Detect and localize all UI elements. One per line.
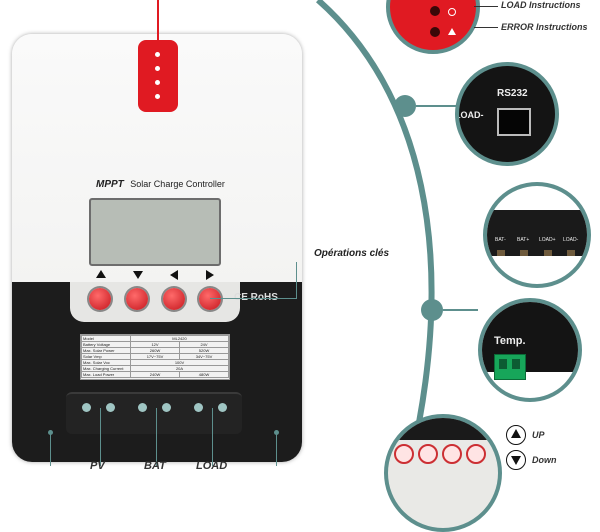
bat-terminal xyxy=(136,401,176,415)
arrow-right-icon xyxy=(206,270,214,280)
temp-connector xyxy=(494,354,526,380)
arrow-down-icon xyxy=(133,271,143,279)
up-legend-icon xyxy=(506,425,526,445)
detail-rs232-circle: RS232 LOAD- xyxy=(455,62,559,166)
pv-terminal xyxy=(80,401,120,415)
bottom-label-bat: BAT xyxy=(144,460,166,472)
arc-node-top xyxy=(394,95,416,117)
bottom-label-pv: PV xyxy=(90,460,105,472)
operations-callout-line xyxy=(210,298,296,299)
terminal-load-plus-label: LOAD+ xyxy=(539,237,556,243)
load-minus-label: LOAD- xyxy=(455,110,484,120)
spec-table-cell: 480W xyxy=(179,371,229,378)
product-title: MPPT Solar Charge Controller xyxy=(96,179,225,190)
detail-temp-circle: Temp. xyxy=(478,298,582,402)
operations-label: Opérations clés xyxy=(314,248,390,259)
terminal-load-minus-label: LOAD- xyxy=(563,237,579,243)
spec-table-cell: 240W xyxy=(130,371,180,378)
down-legend-label: Down xyxy=(532,455,557,465)
error-instructions-label: ERROR Instructions xyxy=(501,22,588,32)
brand-label: MPPT xyxy=(96,179,124,190)
temp-label: Temp. xyxy=(494,335,526,347)
product-label: Solar Charge Controller xyxy=(130,179,225,189)
rs232-label: RS232 xyxy=(497,88,528,99)
arrow-up-icon xyxy=(96,270,106,278)
spec-table-cell: Max. Charging Current xyxy=(81,365,131,372)
down-button[interactable] xyxy=(126,288,148,310)
up-legend-label: UP xyxy=(532,430,545,440)
right-button[interactable] xyxy=(199,288,221,310)
lcd-screen xyxy=(89,198,221,266)
load-terminal xyxy=(192,401,232,415)
rs232-port xyxy=(497,108,531,136)
down-legend-icon xyxy=(506,450,526,470)
arc-node-middle xyxy=(421,299,443,321)
led-indicator-panel xyxy=(138,40,178,112)
detail-buttons-circle xyxy=(384,414,502,532)
detail-terminals-circle: BAT- BAT+ LOAD+ LOAD- xyxy=(483,182,591,288)
up-button[interactable] xyxy=(89,288,111,310)
certification-mark: CE RoHS xyxy=(234,292,278,303)
load-instructions-label: LOAD Instructions xyxy=(501,0,581,10)
left-button[interactable] xyxy=(163,288,185,310)
operations-callout-stem xyxy=(296,262,297,299)
arrow-left-icon xyxy=(170,270,178,280)
terminal-bat-plus-label: BAT+ xyxy=(517,237,530,243)
terminal-bat-minus-label: BAT- xyxy=(495,237,506,243)
spec-table-cell: Max. Load Power xyxy=(81,371,131,378)
bottom-label-load: LOAD xyxy=(196,460,228,472)
